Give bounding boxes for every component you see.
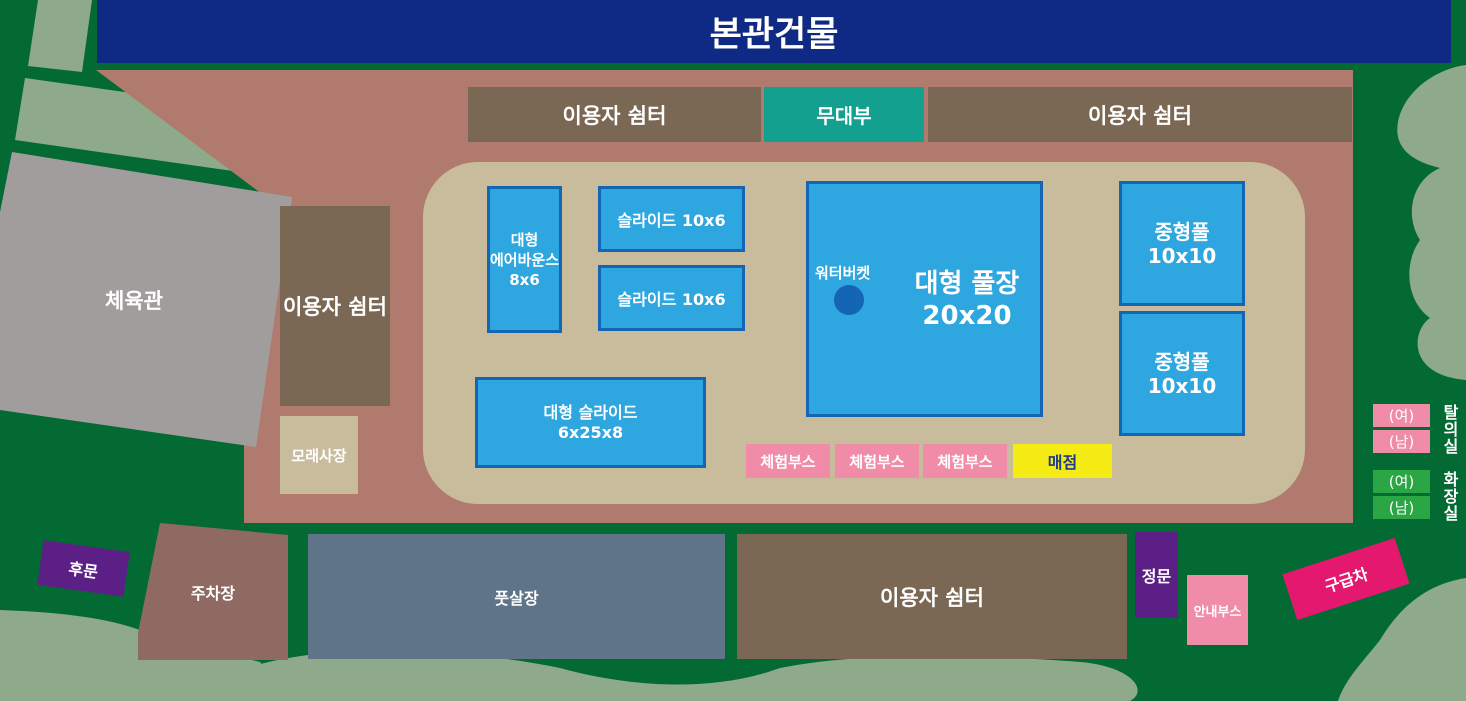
mid-pool-1-title: 중형풀 bbox=[1154, 219, 1210, 244]
back-gate-label: 후문 bbox=[67, 558, 100, 582]
store-label: 매점 bbox=[1047, 453, 1078, 472]
restroom-female: (여) bbox=[1373, 470, 1430, 493]
info-booth: 안내부스 bbox=[1187, 575, 1248, 645]
gym-label: 체육관 bbox=[105, 288, 163, 313]
bottom-right-blob bbox=[1338, 578, 1466, 701]
changing-room-title: 탈의실 bbox=[1440, 404, 1459, 455]
experience-booth-2-label: 체험부스 bbox=[849, 452, 905, 471]
right-green-blob bbox=[1397, 65, 1466, 380]
mid-pool-1-size: 10x10 bbox=[1147, 243, 1217, 268]
stage: 무대부 bbox=[764, 87, 924, 142]
air-bounce-line-3: 8x6 bbox=[509, 270, 540, 289]
front-gate: 정문 bbox=[1135, 532, 1178, 618]
slide-2-label: 슬라이드 10x6 bbox=[617, 290, 726, 309]
water-bucket-marker bbox=[834, 285, 864, 315]
changing-room-female: (여) bbox=[1373, 404, 1430, 427]
sandbox: 모래사장 bbox=[280, 416, 358, 494]
restroom-male: (남) bbox=[1373, 496, 1430, 519]
experience-booth-3: 체험부스 bbox=[923, 444, 1007, 478]
shelter-top-right: 이용자 쉼터 bbox=[928, 87, 1352, 142]
main-building: 본관건물 bbox=[97, 0, 1451, 63]
mid-pool-2: 중형풀 10x10 bbox=[1119, 311, 1245, 436]
experience-booth-3-label: 체험부스 bbox=[937, 452, 993, 471]
experience-booth-1: 체험부스 bbox=[746, 444, 830, 478]
changing-room-female-label: (여) bbox=[1388, 407, 1415, 425]
shelter-bottom: 이용자 쉼터 bbox=[737, 534, 1127, 659]
air-bounce-line-2: 에어바운스 bbox=[490, 250, 560, 269]
shelter-left-label: 이용자 쉼터 bbox=[283, 295, 387, 319]
main-building-label: 본관건물 bbox=[709, 15, 839, 55]
bottom-center-blob bbox=[240, 650, 1138, 701]
shelter-top-right-label: 이용자 쉼터 bbox=[1088, 103, 1192, 128]
big-pool-title: 대형 풀장 bbox=[914, 269, 1020, 299]
changing-room-male-label: (남) bbox=[1388, 433, 1415, 451]
changing-room-male: (남) bbox=[1373, 430, 1430, 453]
store: 매점 bbox=[1013, 444, 1112, 478]
restroom-female-label: (여) bbox=[1388, 473, 1415, 491]
sandbox-label: 모래사장 bbox=[291, 446, 347, 465]
shelter-top-left-label: 이용자 쉼터 bbox=[562, 103, 667, 128]
futsal: 풋살장 bbox=[308, 534, 725, 659]
big-pool-size: 20x20 bbox=[922, 301, 1012, 331]
top-left-strip bbox=[28, 0, 92, 72]
info-booth-label: 안내부스 bbox=[1193, 604, 1242, 620]
slide-1: 슬라이드 10x6 bbox=[598, 186, 745, 252]
restroom-title: 화장실 bbox=[1440, 471, 1459, 522]
ambulance-label: 구급차 bbox=[1322, 564, 1371, 597]
air-bounce: 대형 에어바운스 8x6 bbox=[487, 186, 562, 333]
restroom-male-label: (남) bbox=[1388, 499, 1415, 517]
slide-2: 슬라이드 10x6 bbox=[598, 265, 745, 331]
shelter-left: 이용자 쉼터 bbox=[280, 206, 390, 406]
air-bounce-line-1: 대형 bbox=[510, 230, 539, 249]
experience-booth-2: 체험부스 bbox=[835, 444, 919, 478]
front-gate-label: 정문 bbox=[1141, 567, 1172, 586]
parking: 주차장 bbox=[138, 523, 288, 660]
big-slide: 대형 슬라이드 6x25x8 bbox=[475, 377, 706, 468]
big-slide-line-2: 6x25x8 bbox=[557, 422, 624, 442]
big-pool: 워터버켓 대형 풀장 20x20 bbox=[806, 181, 1043, 417]
shelter-top-left: 이용자 쉼터 bbox=[468, 87, 761, 142]
gym: 체육관 bbox=[0, 152, 292, 447]
parking-label: 주차장 bbox=[190, 583, 236, 603]
water-bucket-label: 워터버켓 bbox=[815, 264, 871, 282]
big-slide-line-1: 대형 슬라이드 bbox=[543, 402, 638, 422]
mid-pool-2-title: 중형풀 bbox=[1154, 349, 1210, 374]
experience-booth-1-label: 체험부스 bbox=[760, 452, 816, 471]
slide-1-label: 슬라이드 10x6 bbox=[617, 211, 726, 230]
futsal-label: 풋살장 bbox=[494, 588, 539, 608]
shelter-bottom-label: 이용자 쉼터 bbox=[880, 585, 984, 610]
mid-pool-2-size: 10x10 bbox=[1147, 373, 1217, 398]
stage-label: 무대부 bbox=[816, 104, 872, 128]
mid-pool-1: 중형풀 10x10 bbox=[1119, 181, 1245, 306]
